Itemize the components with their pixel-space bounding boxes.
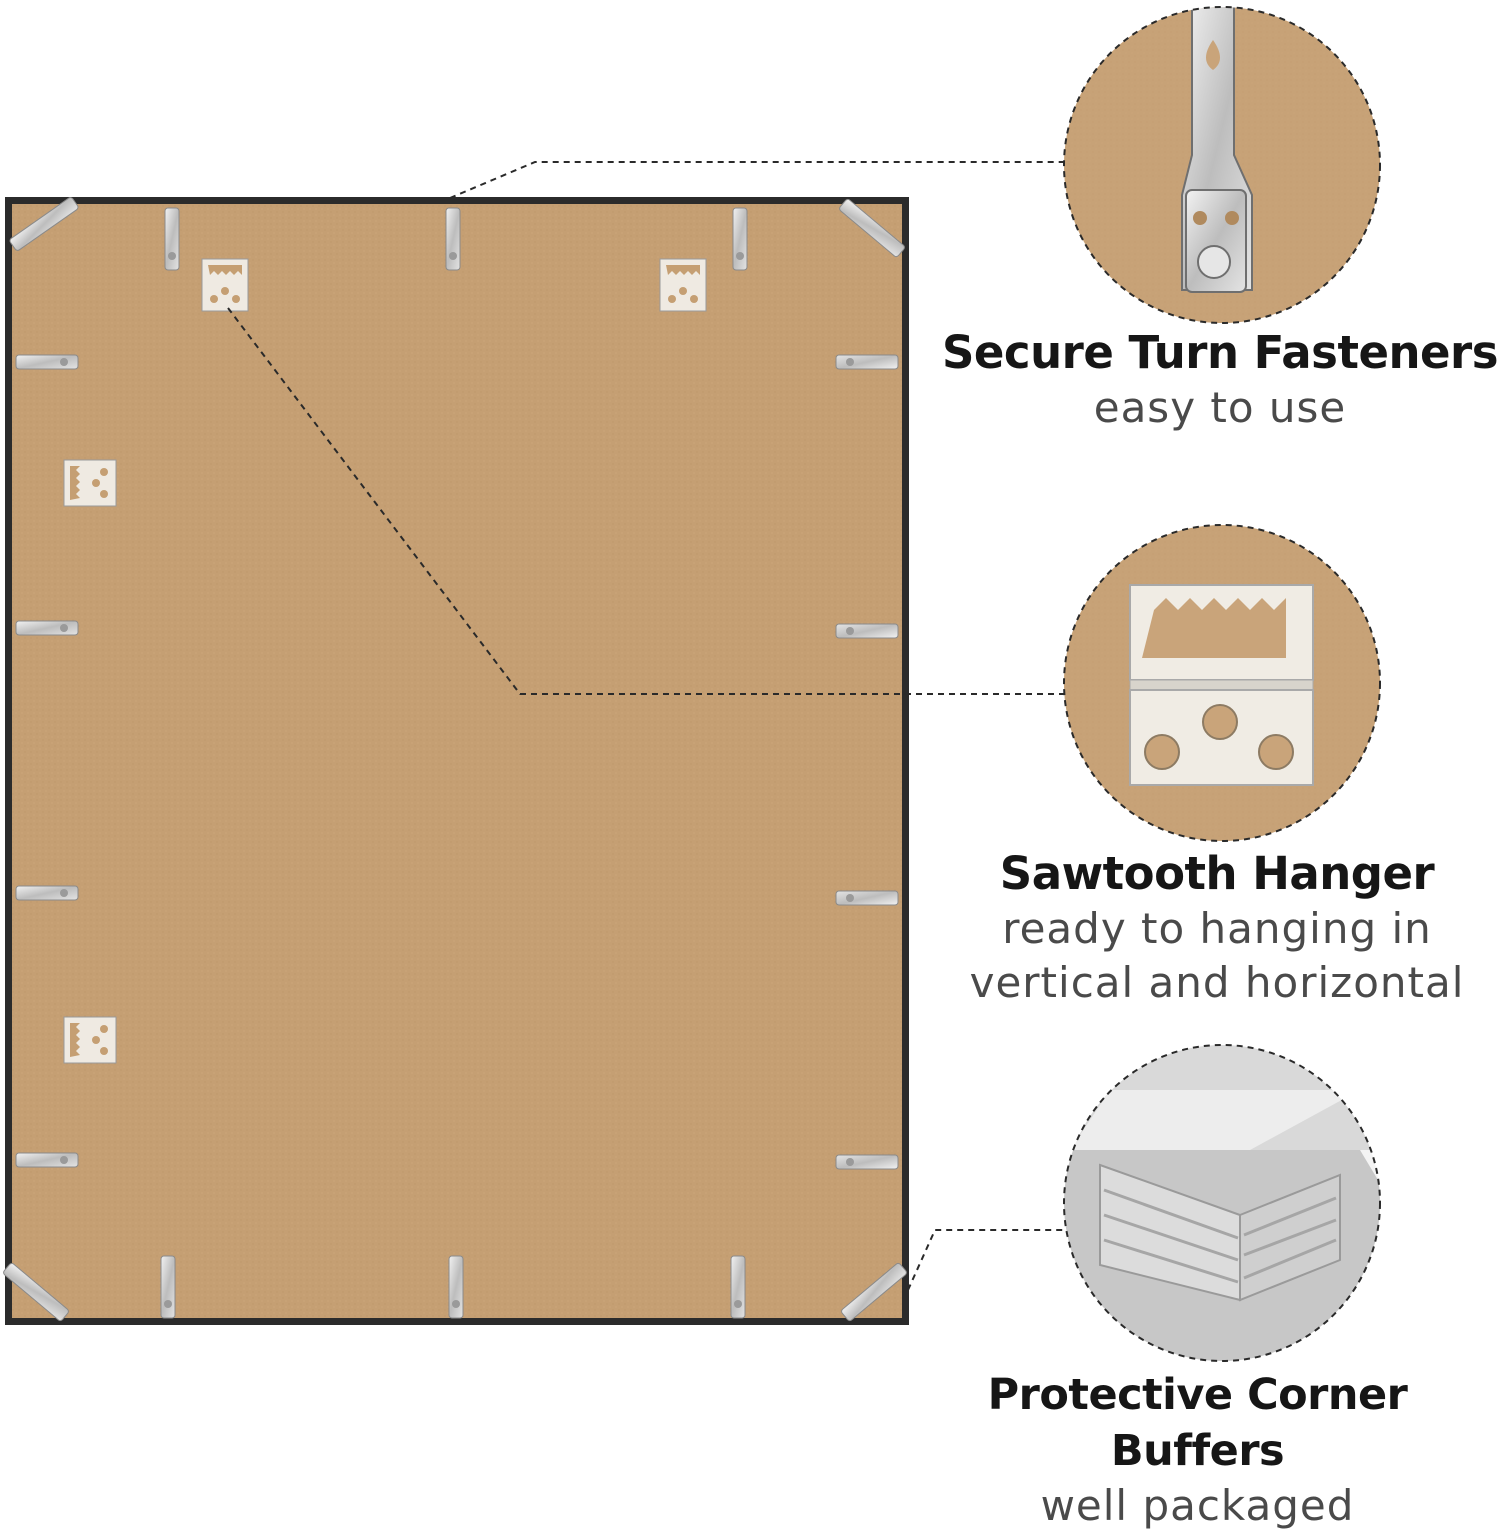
feature-subtitle-line-1: ready to hanging in <box>1002 904 1432 953</box>
feature-title: Secure Turn Fasteners <box>941 326 1499 379</box>
zoom-circle-fasteners <box>1063 6 1381 324</box>
feature-subtitle: well packaged <box>1040 1481 1355 1530</box>
sawtooth-hanger-icon <box>1129 584 1314 786</box>
feature-buffers: Protective Corner Buffers well packaged <box>895 1367 1500 1533</box>
corner-buffer-icon <box>1064 1045 1380 1361</box>
feature-hanger: Sawtooth Hanger ready to hanging in vert… <box>922 846 1500 1010</box>
backing-board <box>12 204 902 1318</box>
zoom-circle-buffers <box>1063 1044 1381 1362</box>
feature-subtitle: easy to use <box>1093 383 1347 432</box>
callout-lines <box>227 161 1065 1291</box>
frame-back <box>5 197 909 1325</box>
feature-title: Sawtooth Hanger <box>999 847 1435 900</box>
zoom-circle-hanger <box>1063 524 1381 842</box>
feature-fasteners: Secure Turn Fasteners easy to use <box>930 325 1500 435</box>
feature-subtitle-line-2: vertical and horizontal <box>969 958 1465 1007</box>
turn-fastener-icon <box>1181 7 1253 293</box>
feature-title: Protective Corner Buffers <box>987 1370 1408 1476</box>
product-illustration <box>1 6 1381 1362</box>
